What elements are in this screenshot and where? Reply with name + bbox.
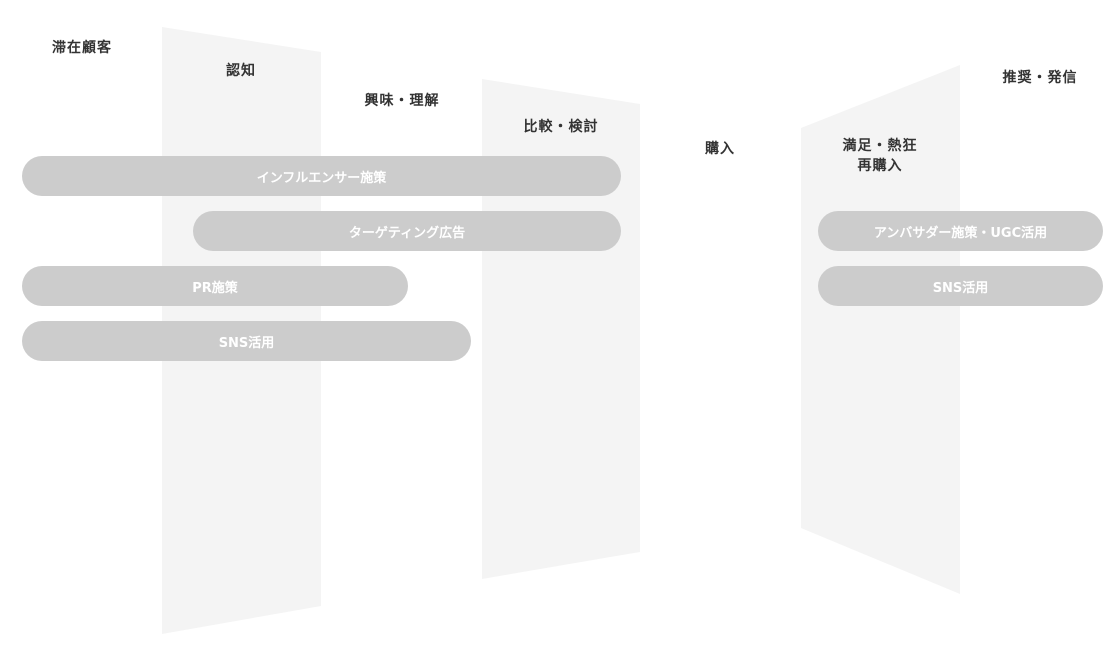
band-satisfaction xyxy=(801,65,960,594)
measure-influencer: インフルエンサー施策 xyxy=(22,156,621,196)
stage-label-satisfaction-line2: 再購入 xyxy=(857,158,903,174)
band-comparison xyxy=(482,79,640,579)
stage-label-interest: 興味・理解 xyxy=(364,93,440,109)
measure-pr: PR施策 xyxy=(22,266,408,306)
measure-targeting-ads: ターゲティング広告 xyxy=(193,211,621,251)
stage-label-advocacy: 推奨・発信 xyxy=(1002,70,1078,86)
measure-sns-post: SNS活用 xyxy=(818,266,1103,306)
measure-ambassador-ugc: アンバサダー施策・UGC活用 xyxy=(818,211,1103,251)
stage-label-awareness: 認知 xyxy=(226,63,256,79)
measure-sns: SNS活用 xyxy=(22,321,471,361)
stage-label-satisfaction-line1: 満足・熱狂 xyxy=(842,138,918,154)
stage-label-satisfaction: 満足・熱狂 再購入 xyxy=(843,136,918,176)
stage-label-comparison: 比較・検討 xyxy=(523,119,599,135)
stage-label-dormant: 滞在顧客 xyxy=(52,40,112,56)
stage-label-purchase: 購入 xyxy=(705,141,735,157)
